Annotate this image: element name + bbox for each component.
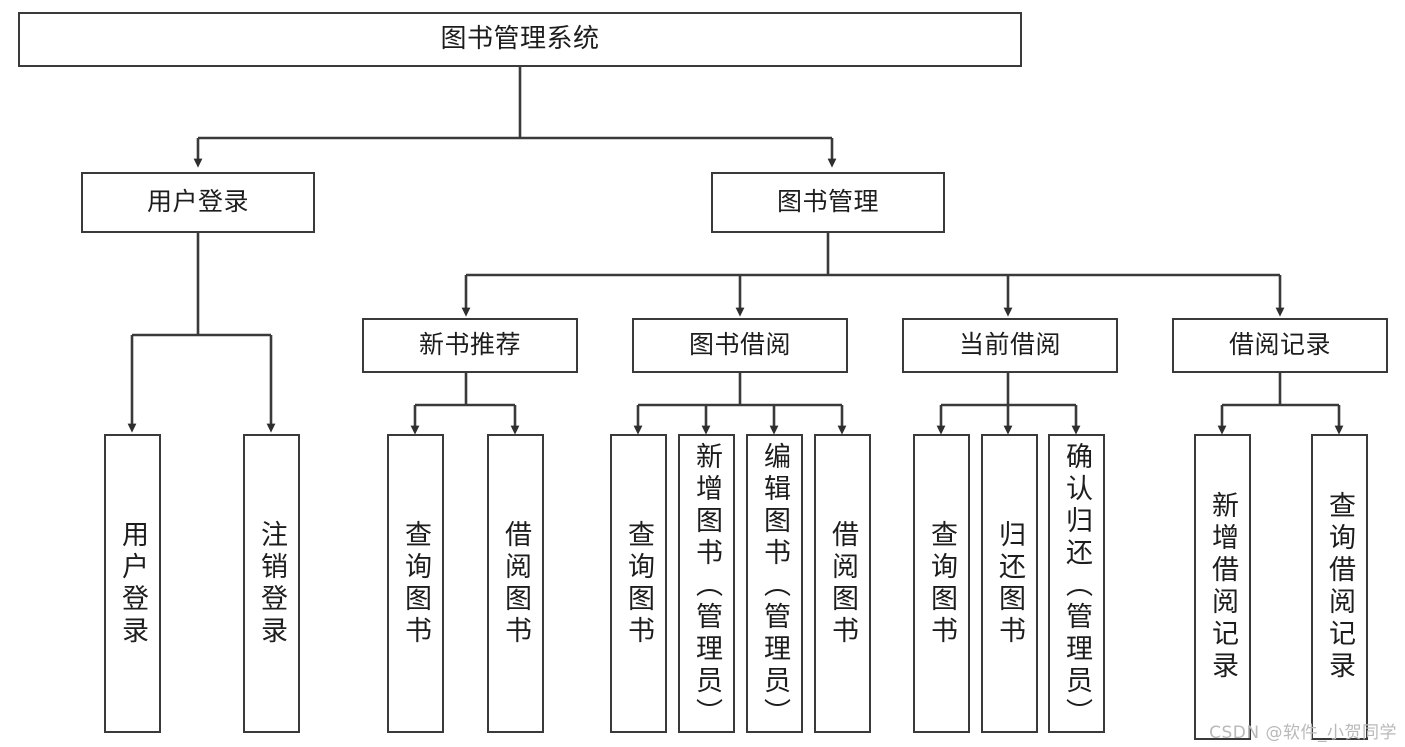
leaf-label: 确认归还（管理员） <box>1061 442 1092 730</box>
node-book-borrow[interactable]: 图书借阅 <box>632 318 848 373</box>
leaf-label: 注销登录 <box>256 519 287 648</box>
leaf-user-login-login[interactable]: 用户登录 <box>104 434 161 733</box>
leaf-book-borrow-borrow[interactable]: 借阅图书 <box>814 434 871 733</box>
leaf-borrow-record-query[interactable]: 查询借阅记录 <box>1311 434 1368 740</box>
leaf-label: 查询图书 <box>400 519 431 648</box>
leaf-book-borrow-query[interactable]: 查询图书 <box>610 434 667 733</box>
leaf-book-borrow-edit[interactable]: 编辑图书（管理员） <box>746 434 803 733</box>
node-borrow-record-label: 借阅记录 <box>1228 330 1331 360</box>
leaf-label: 查询图书 <box>623 519 654 648</box>
node-borrow-record[interactable]: 借阅记录 <box>1172 318 1388 373</box>
node-new-book-recommend-label: 新书推荐 <box>418 330 521 360</box>
node-current-borrow[interactable]: 当前借阅 <box>902 318 1118 373</box>
node-book-borrow-label: 图书借阅 <box>688 330 791 360</box>
leaf-current-borrow-return[interactable]: 归还图书 <box>981 434 1038 733</box>
leaf-new-book-borrow[interactable]: 借阅图书 <box>487 434 544 733</box>
leaf-label: 新增借阅记录 <box>1207 491 1238 683</box>
node-root-label: 图书管理系统 <box>440 23 600 54</box>
leaf-label: 借阅图书 <box>500 519 531 648</box>
node-user-login[interactable]: 用户登录 <box>81 172 315 233</box>
watermark-text: CSDN @软件_小贺同学 <box>1209 723 1397 743</box>
leaf-current-borrow-confirm-return[interactable]: 确认归还（管理员） <box>1048 434 1105 733</box>
node-current-borrow-label: 当前借阅 <box>958 330 1061 360</box>
leaf-current-borrow-query[interactable]: 查询图书 <box>913 434 970 733</box>
leaf-new-book-query[interactable]: 查询图书 <box>387 434 444 733</box>
leaf-label: 用户登录 <box>117 519 148 648</box>
leaf-borrow-record-add[interactable]: 新增借阅记录 <box>1194 434 1251 740</box>
node-root[interactable]: 图书管理系统 <box>18 12 1022 67</box>
node-user-login-label: 用户登录 <box>146 187 249 217</box>
leaf-label: 查询图书 <box>926 519 957 648</box>
leaf-label: 借阅图书 <box>827 519 858 648</box>
leaf-label: 新增图书（管理员） <box>691 442 722 730</box>
leaf-user-login-logout[interactable]: 注销登录 <box>243 434 300 733</box>
leaf-label: 归还图书 <box>994 519 1025 648</box>
leaf-label: 查询借阅记录 <box>1324 491 1355 683</box>
node-book-management[interactable]: 图书管理 <box>711 172 945 233</box>
leaf-book-borrow-add[interactable]: 新增图书（管理员） <box>678 434 735 733</box>
leaf-label: 编辑图书（管理员） <box>759 442 790 730</box>
node-book-management-label: 图书管理 <box>776 187 879 217</box>
node-new-book-recommend[interactable]: 新书推荐 <box>362 318 578 373</box>
